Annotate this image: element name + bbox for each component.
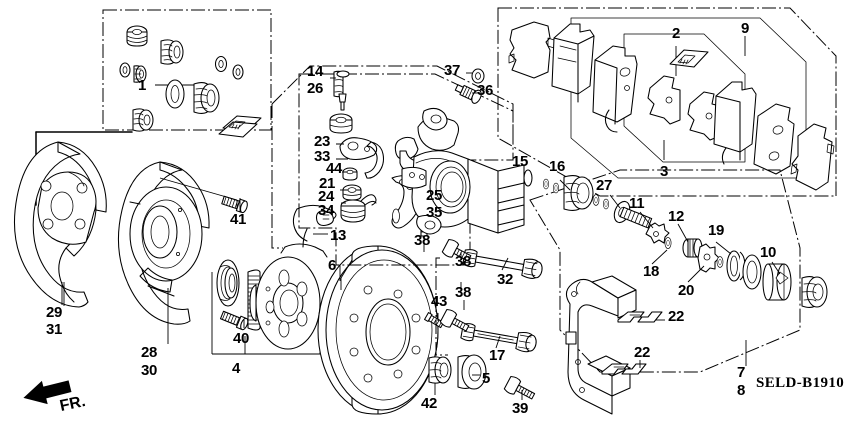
callout-41: 41 <box>230 211 247 228</box>
callout-35: 35 <box>426 204 443 221</box>
callout-44: 44 <box>326 160 343 177</box>
callout-38-c: 38 <box>414 232 431 249</box>
callout-29: 29 <box>46 304 63 321</box>
callout-4: 4 <box>232 360 241 377</box>
callout-39: 39 <box>512 400 529 417</box>
callout-40: 40 <box>233 330 250 347</box>
callout-2: 2 <box>672 25 681 42</box>
callout-22-upper: 22 <box>668 308 685 325</box>
callout-33: 33 <box>314 148 331 165</box>
callout-42: 42 <box>421 395 438 412</box>
callout-8: 8 <box>737 382 746 399</box>
callout-17: 17 <box>489 347 506 364</box>
callout-26: 26 <box>307 80 324 97</box>
callout-23: 23 <box>314 133 331 150</box>
callout-13: 13 <box>330 227 347 244</box>
callout-22-lower: 22 <box>634 344 651 361</box>
callout-30: 30 <box>141 362 158 379</box>
callout-7: 7 <box>737 364 746 381</box>
callout-24: 24 <box>318 188 335 205</box>
callout-20: 20 <box>678 282 695 299</box>
callout-9: 9 <box>741 20 750 37</box>
callout-12: 12 <box>668 208 685 225</box>
callout-25: 25 <box>426 187 443 204</box>
callout-34: 34 <box>318 202 335 219</box>
callout-15: 15 <box>512 153 529 170</box>
callout-37: 37 <box>444 62 461 79</box>
callout-5: 5 <box>482 370 491 387</box>
callout-38-b: 38 <box>455 284 472 301</box>
callout-11: 11 <box>629 195 645 212</box>
callout-31: 31 <box>46 321 63 338</box>
callout-36: 36 <box>477 82 494 99</box>
callout-28: 28 <box>141 344 158 361</box>
callout-27: 27 <box>596 177 613 194</box>
callout-18: 18 <box>643 263 660 280</box>
callout-10: 10 <box>760 244 777 261</box>
callout-19: 19 <box>708 222 725 239</box>
callout-38-a: 38 <box>455 253 472 270</box>
callout-3: 3 <box>660 163 669 180</box>
callout-1: 1 <box>138 77 147 94</box>
callout-14: 14 <box>307 63 324 80</box>
callout-43: 43 <box>431 293 448 310</box>
callout-32: 32 <box>497 271 514 288</box>
diagram-code: SELD-B1910 <box>756 375 845 391</box>
callout-16: 16 <box>549 158 566 175</box>
callout-6: 6 <box>328 257 337 274</box>
callout-21: 21 <box>319 175 336 192</box>
